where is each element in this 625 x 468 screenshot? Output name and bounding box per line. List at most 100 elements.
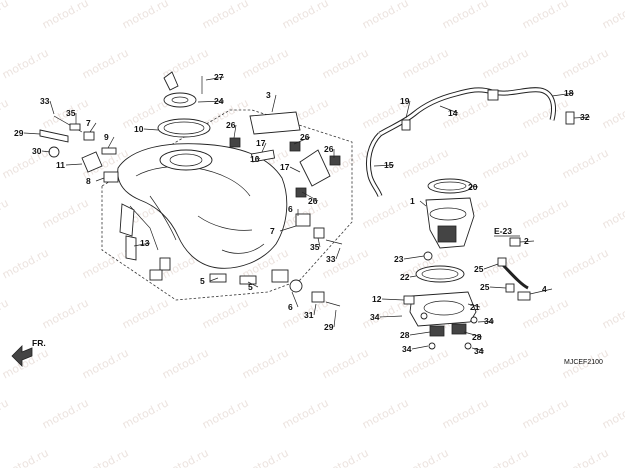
leader-line [49, 100, 55, 115]
leader-line [205, 76, 225, 81]
part-number-label: 24 [214, 96, 224, 106]
leader-line [95, 177, 105, 182]
leader-line [419, 200, 427, 207]
leader-line [403, 255, 425, 260]
part-number-label: 32 [580, 112, 590, 122]
leader-line [551, 92, 575, 97]
part-number-label: 2 [524, 236, 529, 246]
part-number-label: 11 [56, 160, 65, 170]
leader-line [313, 303, 317, 316]
leader-line [405, 100, 411, 119]
leader-line [477, 320, 495, 323]
part-number-label: 18 [564, 88, 574, 98]
assembly-boundary [101, 109, 353, 301]
leader-line [409, 331, 431, 336]
part-number-label: 29 [14, 128, 24, 138]
leader-line [261, 142, 267, 153]
part-number-label: 6 [288, 302, 293, 312]
pad-3 [249, 111, 301, 135]
direction-label: FR. [32, 338, 46, 348]
part-number-label: 17 [280, 162, 290, 172]
part-number-label: 14 [448, 108, 458, 118]
part-number-label: 7 [270, 226, 275, 236]
leader-line [143, 128, 159, 131]
part-number-label: 5 [200, 276, 205, 286]
leader-line [133, 242, 151, 247]
part-number-label: 25 [474, 264, 484, 274]
leader-line [291, 291, 299, 308]
leader-line [409, 275, 417, 278]
part-number-label: 23 [394, 254, 404, 264]
part-number-label: 3 [266, 90, 271, 100]
leader-line [209, 277, 219, 282]
leader-line [573, 116, 591, 119]
pad-26-a [229, 137, 241, 148]
leader-line [439, 105, 459, 114]
filler-neck [159, 149, 213, 171]
part-number-label: 33 [326, 254, 336, 264]
part-number-label: 26 [308, 196, 318, 206]
leader-line [411, 345, 429, 350]
part-number-label: 13 [140, 238, 150, 248]
leader-line [471, 185, 479, 188]
leader-line [335, 247, 341, 260]
part-number-label: 21 [470, 302, 480, 312]
part-number-label: 17 [256, 138, 266, 148]
filler-cap [163, 92, 197, 108]
leader-line [529, 288, 553, 295]
leader-line [463, 331, 483, 338]
leader-line [271, 94, 277, 113]
part-number-label: 34 [474, 346, 484, 356]
leader-line [107, 136, 115, 149]
part-number-label: 8 [86, 176, 91, 186]
leader-line [293, 136, 311, 145]
leader-line [381, 298, 405, 301]
leader-line [471, 347, 485, 352]
part-number-label: 31 [304, 310, 314, 320]
part-number-label: 28 [472, 332, 482, 342]
part-number-label: 10 [134, 124, 144, 134]
leader-line [379, 315, 403, 318]
part-number-label: 16 [250, 154, 260, 164]
leader-line [519, 240, 535, 243]
part-number-label: 28 [400, 330, 410, 340]
part-number-label: 26 [300, 132, 310, 142]
leader-line [89, 122, 97, 133]
fuel-tank [117, 143, 288, 269]
part-number-label: 30 [32, 146, 42, 156]
part-number-label: 6 [288, 204, 293, 214]
part-number-label: 34 [484, 316, 494, 326]
pad-26-b [289, 141, 301, 152]
ref-code-label: E-23 [494, 226, 512, 236]
part-number-label: 26 [226, 120, 236, 130]
part-number-label: 29 [324, 322, 334, 332]
o-ring-20 [427, 178, 473, 194]
part-number-label: 35 [310, 242, 320, 252]
part-number-label: 35 [66, 108, 76, 118]
leader-line [247, 281, 259, 288]
part-number-label: 27 [214, 72, 224, 82]
gasket-22 [415, 265, 465, 283]
leader-line [289, 166, 301, 173]
leader-line [317, 237, 321, 248]
leader-line [197, 100, 225, 103]
leader-line [23, 132, 41, 135]
part-number-label: 15 [384, 160, 394, 170]
part-number-label: 20 [468, 182, 478, 192]
part-number-label: 34 [402, 344, 412, 354]
part-number-label: 4 [542, 284, 547, 294]
part-number-label: 34 [370, 312, 380, 322]
part-number-label: 33 [40, 96, 50, 106]
hose-14 [378, 87, 493, 137]
leader-line [333, 309, 337, 328]
part-number-label: 7 [86, 118, 91, 128]
part-number-label: 25 [480, 282, 490, 292]
leader-line [483, 263, 499, 270]
leader-line [373, 164, 395, 167]
part-number-label: 26 [324, 144, 334, 154]
leader-line [489, 286, 507, 289]
leader-line [279, 225, 297, 232]
part-number-label: 19 [400, 96, 410, 106]
